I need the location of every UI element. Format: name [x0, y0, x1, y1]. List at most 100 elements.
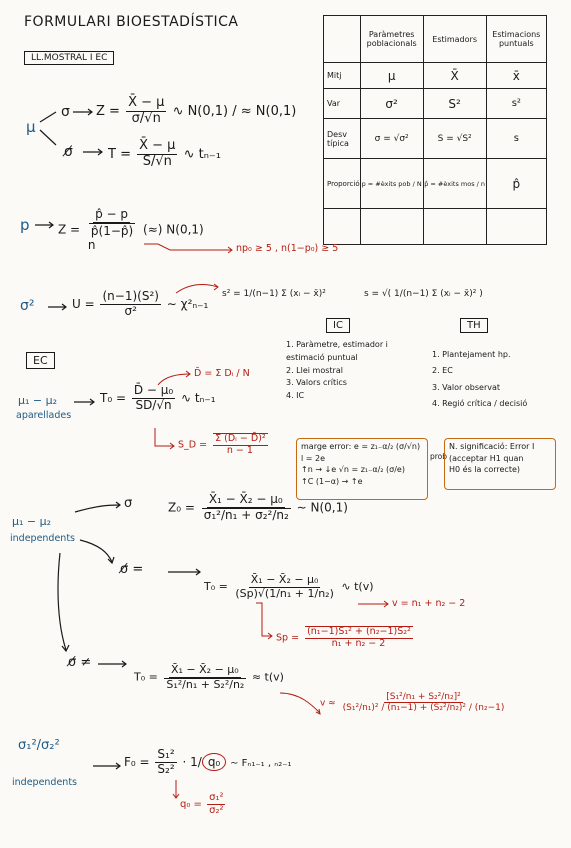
margin-line: ↑C (1−α) → ↑e	[301, 476, 363, 486]
row-punt: s²	[485, 88, 548, 119]
paired-sub: aparellades	[16, 410, 72, 421]
q0-denominator: σ₂²	[209, 804, 224, 816]
p-z-left: Z =	[58, 222, 81, 237]
indep-t0-fraction: X̄₁ − X̄₂ − μ₀(Sp)√(1/n₁ + 1/n₂)	[233, 573, 336, 600]
u-numerator: (n−1)(S²)	[100, 289, 161, 305]
p-z-denominator: p̂(1−p̂)n	[86, 222, 137, 253]
v-equation: v = n₁ + n₂ − 2	[392, 598, 466, 609]
row-estim: p̂ = #èxits mos / n	[422, 158, 487, 209]
f-denominator: S₂²	[157, 761, 175, 776]
sigma-known: σ	[61, 104, 70, 120]
ratio-label: σ₁²/σ₂²	[18, 738, 60, 753]
v-approx-numerator: [S₁²/n₁ + S₂²/n₂]²	[384, 692, 463, 704]
significance-box: N. significació: Error I (acceptar H1 qu…	[444, 438, 556, 490]
page-title: FORMULARI BIOESTADÍSTICA	[24, 14, 239, 30]
list-item: 3. Valors crítics	[286, 378, 347, 388]
indep-t0b-dist: ≈ t(v)	[251, 670, 284, 684]
p-symbol: p	[20, 216, 30, 234]
u-left: U =	[72, 296, 95, 311]
table-row: Var σ² S² s²	[323, 88, 548, 119]
row-label: Desv típica	[323, 118, 361, 159]
sp-numerator: (n₁−1)S₁² + (n₂−1)S₂²	[305, 626, 413, 639]
v-den-a: (S₁²/n₁)² / (n₁−1)	[342, 703, 417, 714]
sp-left: Sp =	[276, 632, 300, 644]
row-punt: x̄	[485, 62, 548, 89]
s-formula: s = √( 1/(n−1) Σ (xᵢ − x̄)² )	[364, 289, 483, 299]
note-line: N. significació: Error I	[449, 442, 535, 451]
table-header-param: Paràmetres poblacionals	[359, 15, 424, 63]
indep-t0-denominator: (Sp)√(1/n₁ + 1/n₂)	[235, 586, 334, 600]
v-approx-denominator: (S₁²/n₁)² / (n₁−1) + (S₂²/n₂)² / (n₂−1)	[342, 703, 505, 714]
margin-line: l = 2e	[301, 453, 326, 463]
paired-t0-dist: ∿ tₙ₋₁	[181, 390, 216, 405]
indep-t0-left: T₀ =	[204, 580, 228, 594]
th-note-prefix: prob	[430, 452, 448, 461]
margin-line: ↑n → ↓e √n = z₁₋α/₂ (σ/e)	[301, 465, 405, 475]
u-denominator: σ²	[124, 303, 137, 318]
v-approx-left: v ≈	[320, 698, 336, 709]
paired-label: μ₁ − μ₂	[18, 394, 58, 407]
v-approx-fraction: [S₁²/n₁ + S₂²/n₂]²(S₁²/n₁)² / (n₁−1) + (…	[341, 692, 507, 714]
paired-t0-numerator: D̄ − μ₀	[131, 383, 176, 399]
table-corner	[323, 15, 361, 63]
u-distribution: ∼ χ²ₙ₋₁	[166, 296, 209, 311]
v-approx-formula: v ≈ [S₁²/n₁ + S₂²/n₂]²(S₁²/n₁)² / (n₁−1)…	[320, 692, 508, 714]
row-param: p = #èxits pob / N	[359, 158, 424, 209]
parameters-table: Paràmetres poblacionals Estimadors Estim…	[323, 15, 548, 245]
margin-error-box: marge error: e = z₁₋α/₂ (σ/√n) l = 2e ↑n…	[296, 438, 428, 500]
paired-t0-denominator: SD/√n	[135, 397, 172, 412]
row-label: Var	[323, 88, 361, 119]
p-z-den-sqrt: p̂(1−p̂)	[88, 222, 136, 238]
list-item: 4. IC	[286, 391, 305, 401]
row-param: μ	[359, 62, 424, 89]
sd-denominator: n − 1	[226, 444, 253, 456]
f-mult: · 1/	[182, 754, 202, 769]
indep-t0-numerator: X̄₁ − X̄₂ − μ₀	[248, 573, 321, 588]
q0-left: q₀ =	[180, 799, 202, 810]
table-row-empty	[323, 208, 548, 245]
t-numerator: X̄ − μ	[137, 138, 178, 155]
indep-z0-numerator: X̄₁ − X̄₂ − μ₀	[206, 492, 285, 508]
z-left: Z =	[96, 103, 120, 119]
u-statistic: U = (n−1)(S²)σ² ∼ χ²ₙ₋₁	[72, 289, 209, 319]
list-item: 4. Regió crítica / decisió	[432, 399, 528, 409]
z-denominator: σ/√n	[131, 110, 161, 126]
ic-label: IC	[326, 318, 350, 333]
indep-t0b-numerator: X̄₁ − X̄₂ − μ₀	[168, 663, 241, 678]
equal-var-mark: σ̸ =	[120, 562, 144, 577]
ic-steps: 1. Paràmetre, estimador i estimació punt…	[286, 339, 396, 403]
row-punt: s	[485, 118, 548, 159]
row-param: σ²	[359, 88, 424, 119]
margin-line: marge error: e = z₁₋α/₂ (σ/√n)	[301, 442, 421, 451]
p-z-den-n: n	[87, 237, 96, 252]
sd-numerator: Σ (Dᵢ − D̄)²	[213, 433, 268, 446]
note-line: (acceptar H1 quan	[449, 453, 524, 463]
sp-denominator: n₁ + n₂ − 2	[331, 637, 386, 649]
z-numerator: X̄ − μ	[126, 95, 167, 112]
indep-t0: T₀ = X̄₁ − X̄₂ − μ₀(Sp)√(1/n₁ + 1/n₂) ∿ …	[204, 573, 374, 600]
sigma2-symbol: σ²	[20, 298, 35, 314]
indep-label: μ₁ − μ₂	[12, 515, 52, 528]
list-item: 2. Llei mostral	[286, 365, 343, 375]
u-fraction: (n−1)(S²)σ²	[100, 289, 161, 319]
unequal-var-mark: σ̸ ≠	[68, 655, 92, 670]
indep-t0b-denominator: S₁²/n₁ + S₂²/n₂	[164, 677, 247, 691]
row-label: Proporció	[323, 158, 361, 209]
v-den-b: (S₂²/n₂)² / (n₂−1)	[430, 703, 505, 714]
sd-left: S_D =	[178, 439, 208, 451]
p-z-numerator: p̂ − p	[93, 207, 131, 223]
list-item: 3. Valor observat	[432, 382, 501, 392]
